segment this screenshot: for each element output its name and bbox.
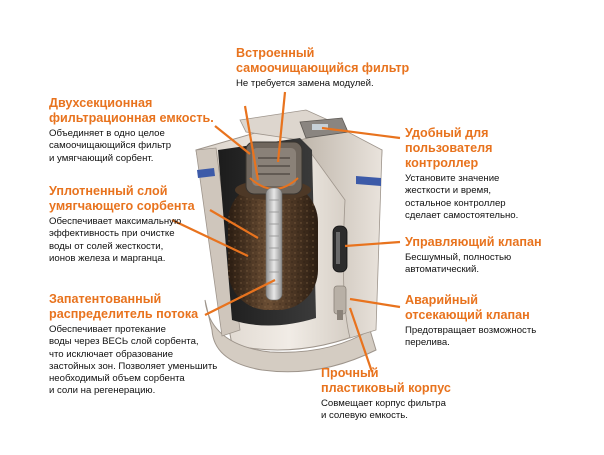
callout-title: Запатентованный распределитель потока <box>49 292 199 321</box>
leader-control-valve <box>344 240 401 248</box>
control-valve <box>332 225 348 273</box>
callout-desc: Обеспечивает максимальную эффективность … <box>49 216 182 264</box>
callout-dual-tank: Двухсекционная фильтрационная емкость. О… <box>49 96 229 165</box>
distributor-rod <box>265 187 283 301</box>
callout-title: Двухсекционная фильтрационная емкость. <box>49 96 214 125</box>
callout-desc: Обеспечивает протекание воды через ВЕСЬ … <box>49 324 218 397</box>
controller-panel <box>299 117 349 139</box>
leader-built-in-filter <box>276 91 287 163</box>
callout-title: Встроенный самоочищающийся фильтр <box>236 46 410 75</box>
callout-control-valve: Управляющий клапан Бесшумный, полностью … <box>405 235 595 277</box>
callout-housing: Прочный пластиковый корпус Совмещает кор… <box>321 366 511 423</box>
callout-emergency-valve: Аварийный отсекающий клапан Предотвращае… <box>405 293 595 350</box>
leader-housing <box>348 307 374 373</box>
callout-controller: Удобный для пользователя контроллер Уста… <box>405 126 595 222</box>
callout-title: Удобный для пользователя контроллер <box>405 126 493 170</box>
sorbent-tank <box>228 180 318 310</box>
callout-desc: Бесшумный, полностью автоматический. <box>405 252 512 276</box>
callout-title: Управляющий клапан <box>405 235 542 249</box>
leader-controller <box>321 126 401 140</box>
callout-compacted-layer: Уплотненный слой умягчающего сорбента Об… <box>49 184 229 265</box>
callout-flow-distributor: Запатентованный распределитель потока Об… <box>49 292 249 398</box>
leader-dual-tank-2 <box>243 105 260 181</box>
callout-title: Уплотненный слой умягчающего сорбента <box>49 184 195 213</box>
callout-title: Прочный пластиковый корпус <box>321 366 451 395</box>
callout-title: Аварийный отсекающий клапан <box>405 293 530 322</box>
callout-desc: Не требуется замена модулей. <box>236 78 374 89</box>
callout-built-in-filter: Встроенный самоочищающийся фильтр Не тре… <box>236 46 436 90</box>
leader-emergency-valve <box>349 297 401 309</box>
emergency-valve <box>333 285 347 320</box>
callout-desc: Предотвращает возможность перелива. <box>405 325 537 349</box>
callout-desc: Установите значение жесткости и время, о… <box>405 173 519 221</box>
filter-chamber <box>245 141 303 195</box>
callout-desc: Совмещает корпус фильтра и солевую емкос… <box>321 398 446 422</box>
callout-desc: Объединяет в одно целое самоочищающийся … <box>49 128 172 164</box>
